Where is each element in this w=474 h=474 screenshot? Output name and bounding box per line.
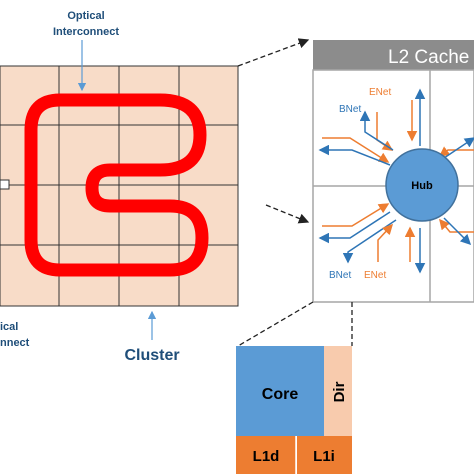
hub-label: Hub — [411, 180, 433, 192]
l1i-block — [297, 436, 352, 474]
optical-interconnect-label-top-line1: Optical — [67, 10, 104, 22]
zoom-line-core-left — [237, 301, 314, 347]
zoom-line-top — [237, 38, 310, 67]
dir-block — [324, 346, 352, 436]
l1i-label: L1i — [313, 448, 335, 465]
cluster-grid — [0, 65, 239, 307]
cluster-port — [0, 179, 10, 190]
l2-cache-header — [313, 40, 474, 70]
enet-label-bottom: ENet — [364, 270, 386, 281]
optical-interconnect-label-top-line2: Interconnect — [53, 26, 119, 38]
l2-cache-title: L2 Cache — [388, 47, 469, 68]
core-tile: Core Dir L1d L1i — [236, 346, 352, 474]
zoom-line-bottom — [265, 204, 310, 224]
optical-interconnect-label-bottom-line2: nnect — [0, 337, 30, 349]
l1d-label: L1d — [253, 448, 280, 465]
l1d-block — [236, 436, 296, 474]
core-block — [236, 346, 324, 436]
hub-node — [385, 148, 459, 222]
dir-label: Dir — [331, 381, 348, 402]
optical-interconnect-label-bottom-line1: ical — [0, 321, 18, 333]
core-label: Core — [262, 386, 299, 403]
enet-label-top: ENet — [369, 87, 391, 98]
bnet-label-bottom: BNet — [329, 270, 351, 281]
bnet-label-top: BNet — [339, 104, 361, 115]
network-arrows — [318, 88, 474, 274]
optical-waveguide — [24, 93, 209, 277]
l2-cache-block: L2 Cache — [312, 40, 474, 303]
cluster-label: Cluster — [124, 347, 179, 364]
